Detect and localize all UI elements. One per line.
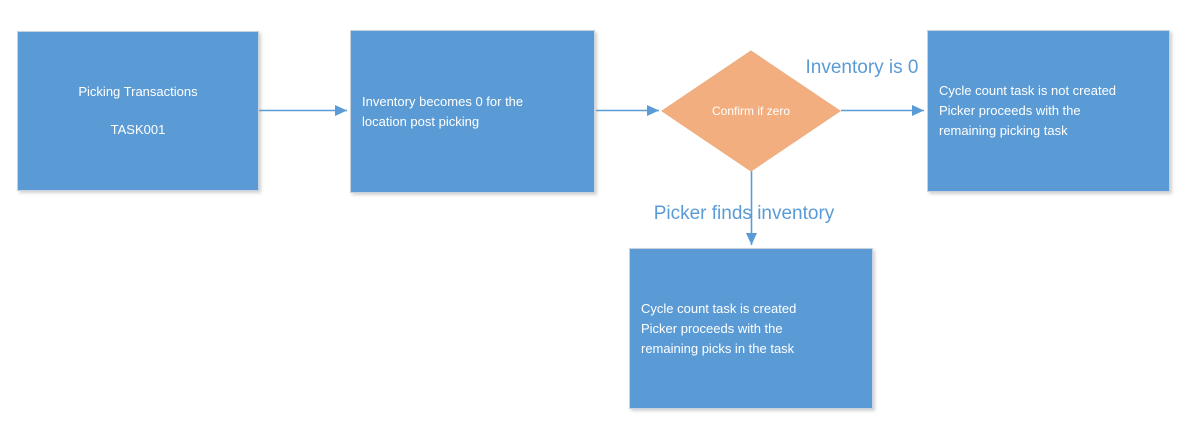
start-node: Picking Transactions TASK001	[17, 31, 259, 191]
node-text-line: Inventory becomes 0 for the	[362, 93, 524, 109]
node-text-line: Cycle count task is created	[641, 300, 797, 316]
outcome-bottom-node: Cycle count task is created Picker proce…	[629, 248, 873, 409]
outcome-right-node: Cycle count task is not created Picker p…	[927, 30, 1170, 192]
process-node: Inventory becomes 0 for the location pos…	[350, 30, 595, 193]
node-text-line: remaining picks in the task	[641, 340, 795, 356]
decision-node-label: Confirm if zero	[711, 104, 791, 118]
node-text-line: TASK001	[110, 122, 166, 137]
node-text-line: Picker proceeds with the	[939, 103, 1081, 118]
node-text-line: location post picking	[362, 113, 480, 129]
node-text-line: Picking Transactions	[78, 84, 198, 99]
node-text-line: remaining picking task	[939, 123, 1068, 138]
branch-label-picker-finds: Picker finds inventory	[653, 203, 835, 224]
node-text-line: Picker proceeds with the	[641, 320, 783, 336]
node-text-line: Cycle count task is not created	[939, 83, 1117, 98]
branch-label-inventory-zero: Inventory is 0	[805, 57, 919, 78]
decision-diamond	[661, 50, 841, 172]
